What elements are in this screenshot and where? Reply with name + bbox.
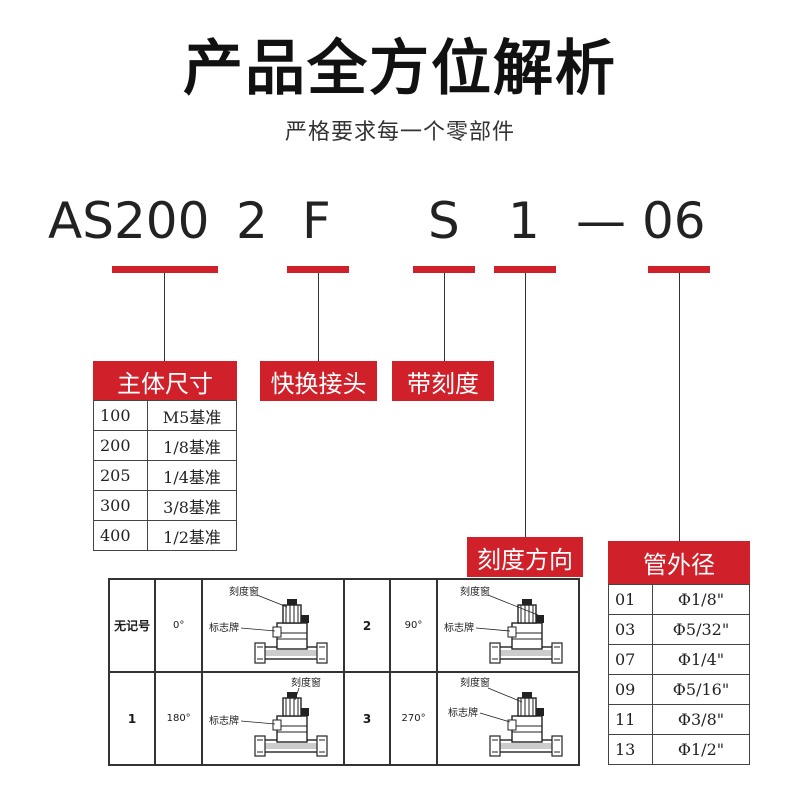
direction-angle: 270° (389, 671, 438, 766)
label-with-scale: 带刻度 (392, 361, 494, 401)
table-row: 11 Φ3/8" (608, 704, 750, 735)
underline-scale (413, 266, 475, 273)
callout-plate: 标志牌 (444, 621, 474, 634)
table-cell: Φ5/32" (652, 614, 750, 645)
page-subtitle: 严格要求每一个零部件 (284, 120, 515, 145)
table-cell: 09 (608, 674, 653, 705)
table-row: 无记号 0° 刻度窗 标志牌 2 90° 刻度窗 标志牌 (107, 578, 581, 673)
body-size-table: 100 M5基准 200 1/8基准 205 1/4基准 300 3/8基准 4… (92, 400, 237, 551)
table-cell: 07 (608, 644, 653, 675)
callout-scale-window: 刻度窗 (460, 585, 490, 598)
table-cell: 300 (92, 490, 149, 521)
table-cell: 100 (92, 400, 149, 431)
scale-direction-table: 无记号 0° 刻度窗 标志牌 2 90° 刻度窗 标志牌 1 180° (107, 578, 581, 766)
table-row: 100 M5基准 (92, 400, 237, 431)
tube-od-table: 01 Φ1/8" 03 Φ5/32" 07 Φ1/4" 09 Φ5/16" 11… (608, 584, 750, 765)
table-row: 1 180° 刻度窗 标志牌 3 270° 刻度窗 标志牌 (107, 671, 581, 766)
label-body-size: 主体尺寸 (93, 361, 237, 401)
table-cell: 01 (608, 584, 653, 615)
table-cell: 11 (608, 704, 653, 735)
connector-line-tube (679, 273, 680, 541)
table-row: 13 Φ1/2" (608, 734, 750, 765)
connector-line-scale (444, 273, 445, 361)
table-cell: Φ1/2" (652, 734, 750, 765)
direction-key: 无记号 (107, 578, 157, 673)
table-row: 09 Φ5/16" (608, 674, 750, 705)
connector-line-connector (318, 273, 319, 361)
table-cell: Φ1/4" (652, 644, 750, 675)
table-row: 205 1/4基准 (92, 460, 237, 491)
connector-line-body (164, 273, 165, 361)
table-row: 07 Φ1/4" (608, 644, 750, 675)
callout-plate: 标志牌 (209, 621, 239, 634)
fitting-diagram: 刻度窗 标志牌 (435, 578, 581, 673)
table-cell: Φ3/8" (652, 704, 750, 735)
label-quick-connector: 快换接头 (260, 361, 377, 401)
table-row: 300 3/8基准 (92, 490, 237, 521)
callout-plate: 标志牌 (448, 706, 478, 719)
table-cell: Φ5/16" (652, 674, 750, 705)
direction-key: 3 (343, 671, 392, 766)
fitting-diagram: 刻度窗 标志牌 (201, 578, 346, 673)
callout-scale-window: 刻度窗 (229, 585, 259, 598)
code-part-series: AS200 (48, 192, 210, 250)
table-cell: 03 (608, 614, 653, 645)
fitting-diagram: 刻度窗 标志牌 (201, 671, 346, 766)
table-row: 01 Φ1/8" (608, 584, 750, 615)
direction-angle: 90° (389, 578, 438, 673)
table-cell: 200 (92, 430, 149, 461)
code-part-tube: 06 (642, 192, 706, 250)
page-title: 产品全方位解析 (183, 34, 617, 104)
underline-tube (648, 266, 710, 273)
callout-plate: 标志牌 (209, 714, 239, 727)
underline-connector (287, 266, 349, 273)
table-row: 400 1/2基准 (92, 520, 237, 551)
table-cell: 1/8基准 (147, 430, 237, 461)
underline-series (112, 266, 218, 273)
table-cell: 400 (92, 520, 149, 551)
code-part-scale: S (428, 192, 460, 250)
label-tube-od: 管外径 (608, 541, 750, 584)
code-part-body: 2 (236, 192, 268, 250)
table-cell: 205 (92, 460, 149, 491)
code-part-connector: F (302, 192, 331, 250)
callout-scale-window: 刻度窗 (291, 676, 321, 689)
label-scale-direction: 刻度方向 (467, 537, 583, 577)
table-cell: 13 (608, 734, 653, 765)
underline-direction (494, 266, 556, 273)
fitting-diagram: 刻度窗 标志牌 (435, 671, 581, 766)
direction-key: 2 (343, 578, 392, 673)
code-part-direction: 1 (508, 192, 540, 250)
direction-key: 1 (107, 671, 157, 766)
table-row: 200 1/8基准 (92, 430, 237, 461)
callout-scale-window: 刻度窗 (460, 676, 490, 689)
table-cell: M5基准 (147, 400, 237, 431)
direction-angle: 0° (154, 578, 204, 673)
direction-angle: 180° (154, 671, 204, 766)
table-cell: 3/8基准 (147, 490, 237, 521)
connector-line-direction (525, 273, 526, 537)
table-cell: 1/2基准 (147, 520, 237, 551)
table-row: 03 Φ5/32" (608, 614, 750, 645)
table-cell: Φ1/8" (652, 584, 750, 615)
table-cell: 1/4基准 (147, 460, 237, 491)
code-part-dash: — (576, 192, 626, 250)
